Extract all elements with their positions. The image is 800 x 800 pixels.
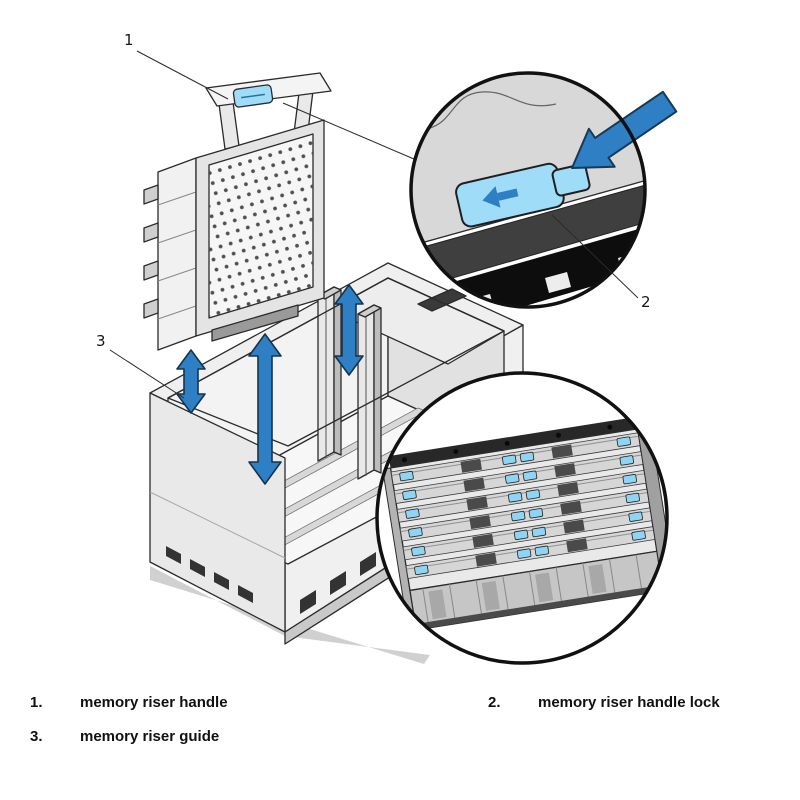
legend-label-3: memory riser guide: [80, 728, 220, 745]
legend-row-1: 1. memory riser handle 2. memory riser h…: [0, 694, 800, 711]
chassis-opening: [167, 277, 505, 447]
dimm-inset: [375, 371, 669, 665]
callout-3-label: 3: [96, 332, 106, 350]
insertion-arrow-long-icon: [248, 333, 282, 485]
riser-connector: [211, 304, 299, 342]
insertion-arrow-small-icon: [176, 349, 206, 414]
riser-bracket: [143, 157, 197, 351]
callout-1-label: 1: [124, 31, 134, 49]
press-arrow-icon: [571, 90, 678, 169]
memory-riser-guide-right: [357, 304, 382, 480]
memory-riser-guide-left: [317, 286, 342, 462]
chassis-left-wall: [149, 392, 286, 633]
inset-circle-rim: [409, 71, 647, 309]
riser-handle-latch: [232, 84, 274, 108]
legend-item-1: 1. memory riser handle: [30, 694, 488, 711]
dimm-cage: [382, 416, 667, 632]
legend-number-1: 1.: [30, 694, 43, 711]
callout-2-label: 2: [641, 293, 651, 311]
latch-printed-arrow-icon: [482, 186, 519, 208]
legend-item-3: 3. memory riser guide: [30, 728, 488, 745]
magnifier-link-line: [282, 102, 436, 169]
legend-label-1: memory riser handle: [80, 694, 228, 711]
handle-lock-latch: [455, 162, 591, 228]
leader-line-2: [551, 214, 639, 299]
chassis-cutout: [417, 288, 467, 312]
legend-label-2: memory riser handle lock: [538, 694, 720, 711]
riser-shield: [195, 119, 325, 337]
legend-row-2: 3. memory riser guide: [0, 728, 800, 745]
chassis-shadow: [150, 566, 430, 664]
legend-number-2: 2.: [488, 694, 501, 711]
leader-line-3: [109, 349, 185, 399]
memory-riser: [143, 72, 332, 351]
inset-chassis-edge: [411, 175, 645, 293]
handle-lock-inset: 2: [409, 71, 678, 311]
inset2-circle-rim: [375, 371, 669, 665]
technical-diagram: 1 3: [96, 31, 678, 665]
insertion-arrow-mid-icon: [334, 284, 364, 376]
legend-number-3: 3.: [30, 728, 43, 745]
insertion-arrows: [176, 284, 364, 485]
figure-legend: 1. memory riser handle 2. memory riser h…: [0, 694, 800, 762]
legend-item-2: 2. memory riser handle lock: [488, 694, 800, 711]
leader-line-1: [136, 50, 229, 100]
